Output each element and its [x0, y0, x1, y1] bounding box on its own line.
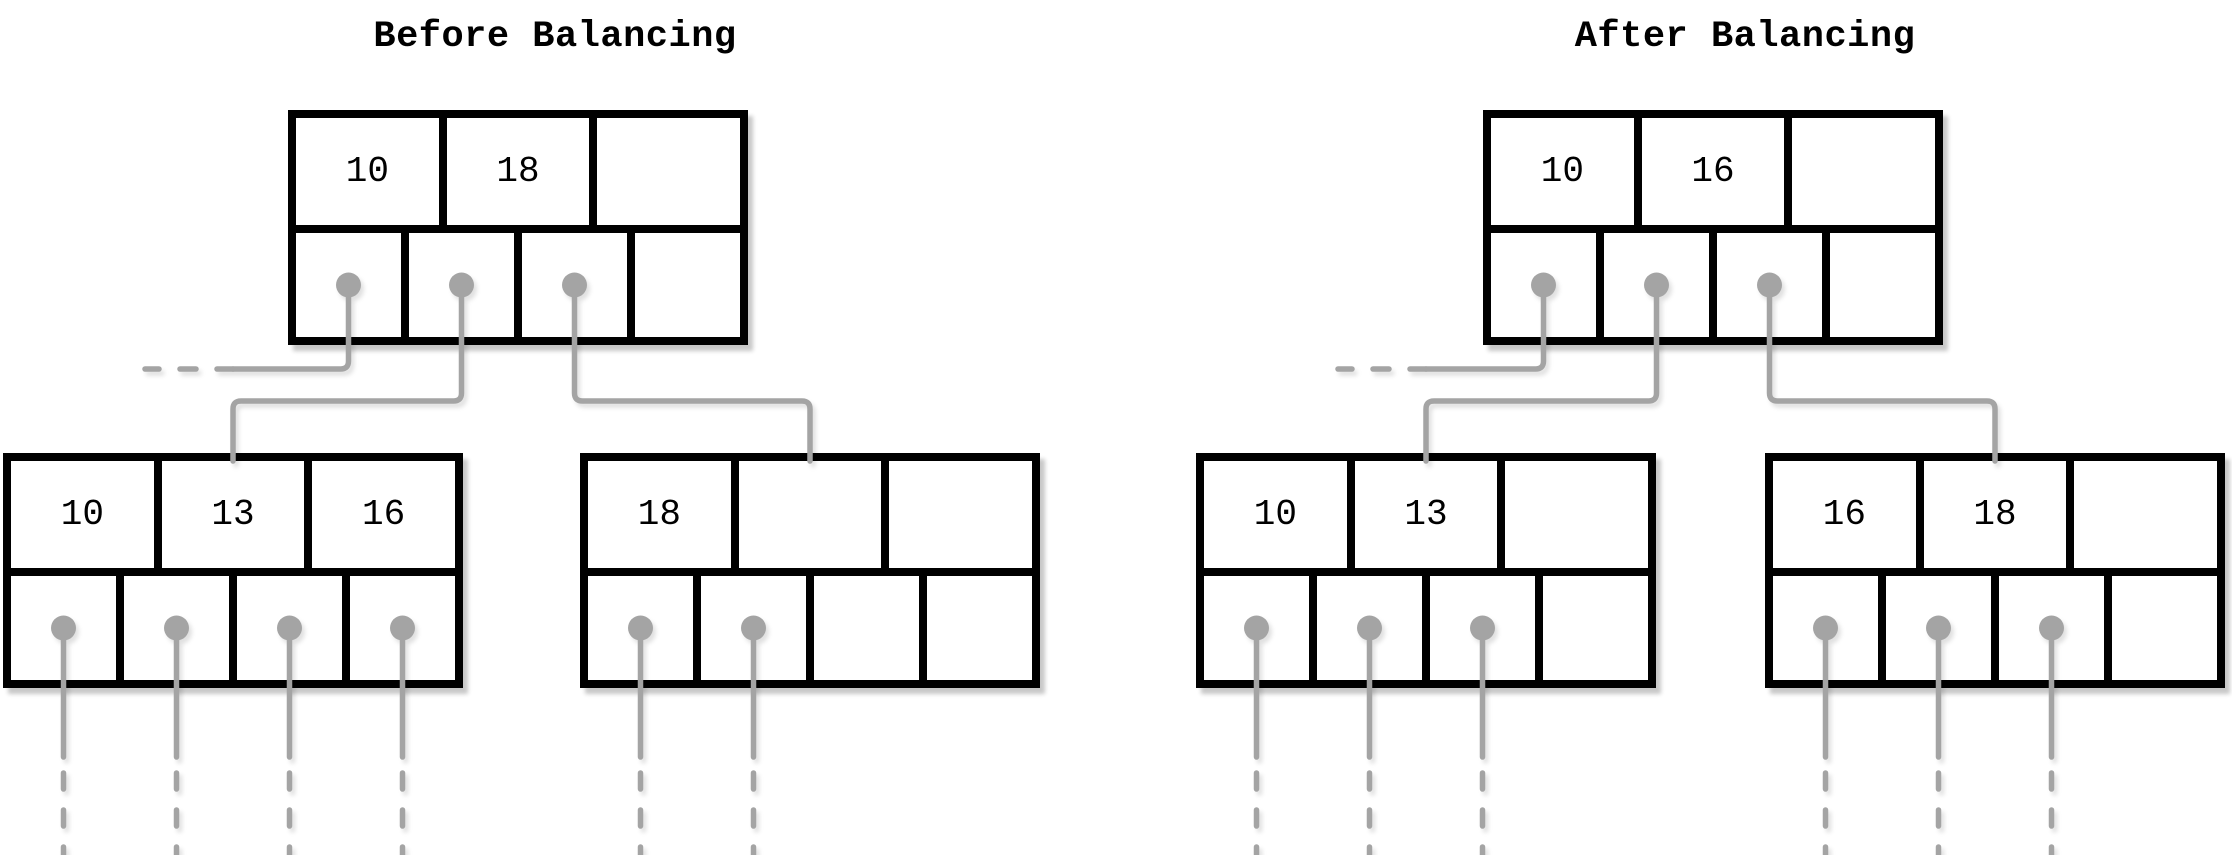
pointer-cell [1773, 576, 1878, 680]
pointer-cell [409, 233, 514, 337]
pointer-row [1491, 233, 1935, 337]
key-value: 13 [1404, 493, 1448, 535]
pointer-cell [927, 576, 1032, 680]
key-value: 16 [1691, 150, 1735, 192]
key-row: 18 [588, 461, 1032, 568]
btree-child-node-before-0: 10 13 16 [3, 453, 463, 688]
pointer-cell [1830, 233, 1935, 337]
btree-root-node-after: 10 16 [1483, 110, 1943, 345]
key-cell [889, 461, 1032, 568]
key-value: 10 [345, 150, 389, 192]
key-cell [1792, 118, 1935, 225]
key-row: 10 16 [1491, 118, 1935, 225]
key-value: 10 [1540, 150, 1584, 192]
key-cell [738, 461, 882, 568]
pointer-cell [237, 576, 342, 680]
pointer-cell [701, 576, 806, 680]
pointer-cell [814, 576, 919, 680]
pointer-row [1204, 576, 1648, 680]
pointer-cell [350, 576, 455, 680]
key-cell: 18 [588, 461, 731, 568]
pointer-cell [522, 233, 627, 337]
key-value: 18 [496, 150, 540, 192]
pointer-cell [1204, 576, 1309, 680]
key-value: 18 [1973, 493, 2017, 535]
key-value: 13 [211, 493, 255, 535]
btree-child-node-after-0: 10 13 [1196, 453, 1656, 688]
key-cell [1505, 461, 1648, 568]
pointer-cell [1543, 576, 1648, 680]
pointer-cell [588, 576, 693, 680]
pointer-cell [296, 233, 401, 337]
key-cell: 13 [1354, 461, 1498, 568]
key-cell [2074, 461, 2217, 568]
key-cell [597, 118, 740, 225]
pointer-cell [11, 576, 116, 680]
key-cell: 10 [1491, 118, 1634, 225]
btree-child-node-before-1: 18 [580, 453, 1040, 688]
key-cell: 13 [161, 461, 305, 568]
key-cell: 16 [1641, 118, 1785, 225]
pointer-cell [124, 576, 229, 680]
key-cell: 18 [1923, 461, 2067, 568]
pointer-row [296, 233, 740, 337]
pointer-cell [1491, 233, 1596, 337]
key-cell: 10 [1204, 461, 1347, 568]
key-cell: 18 [446, 118, 590, 225]
pointer-cell [1717, 233, 1822, 337]
key-value: 18 [637, 493, 681, 535]
pointer-cell [1999, 576, 2104, 680]
pointer-cell [2112, 576, 2217, 680]
key-row: 10 18 [296, 118, 740, 225]
pointer-row [588, 576, 1032, 680]
key-cell: 10 [296, 118, 439, 225]
key-cell: 16 [312, 461, 455, 568]
key-value: 10 [1253, 493, 1297, 535]
pointer-cell [1886, 576, 1991, 680]
diagram-title-before: Before Balancing [373, 16, 737, 58]
btree-root-node-before: 10 18 [288, 110, 748, 345]
pointer-row [11, 576, 455, 680]
key-value: 16 [1822, 493, 1866, 535]
pointer-cell [635, 233, 740, 337]
key-value: 10 [60, 493, 104, 535]
pointer-cell [1604, 233, 1709, 337]
key-row: 10 13 [1204, 461, 1648, 568]
key-cell: 10 [11, 461, 154, 568]
key-cell: 16 [1773, 461, 1916, 568]
key-row: 10 13 16 [11, 461, 455, 568]
diagram-title-after: After Balancing [1574, 16, 1916, 58]
key-value: 16 [362, 493, 406, 535]
pointer-cell [1430, 576, 1535, 680]
pointer-cell [1317, 576, 1422, 680]
pointer-row [1773, 576, 2217, 680]
